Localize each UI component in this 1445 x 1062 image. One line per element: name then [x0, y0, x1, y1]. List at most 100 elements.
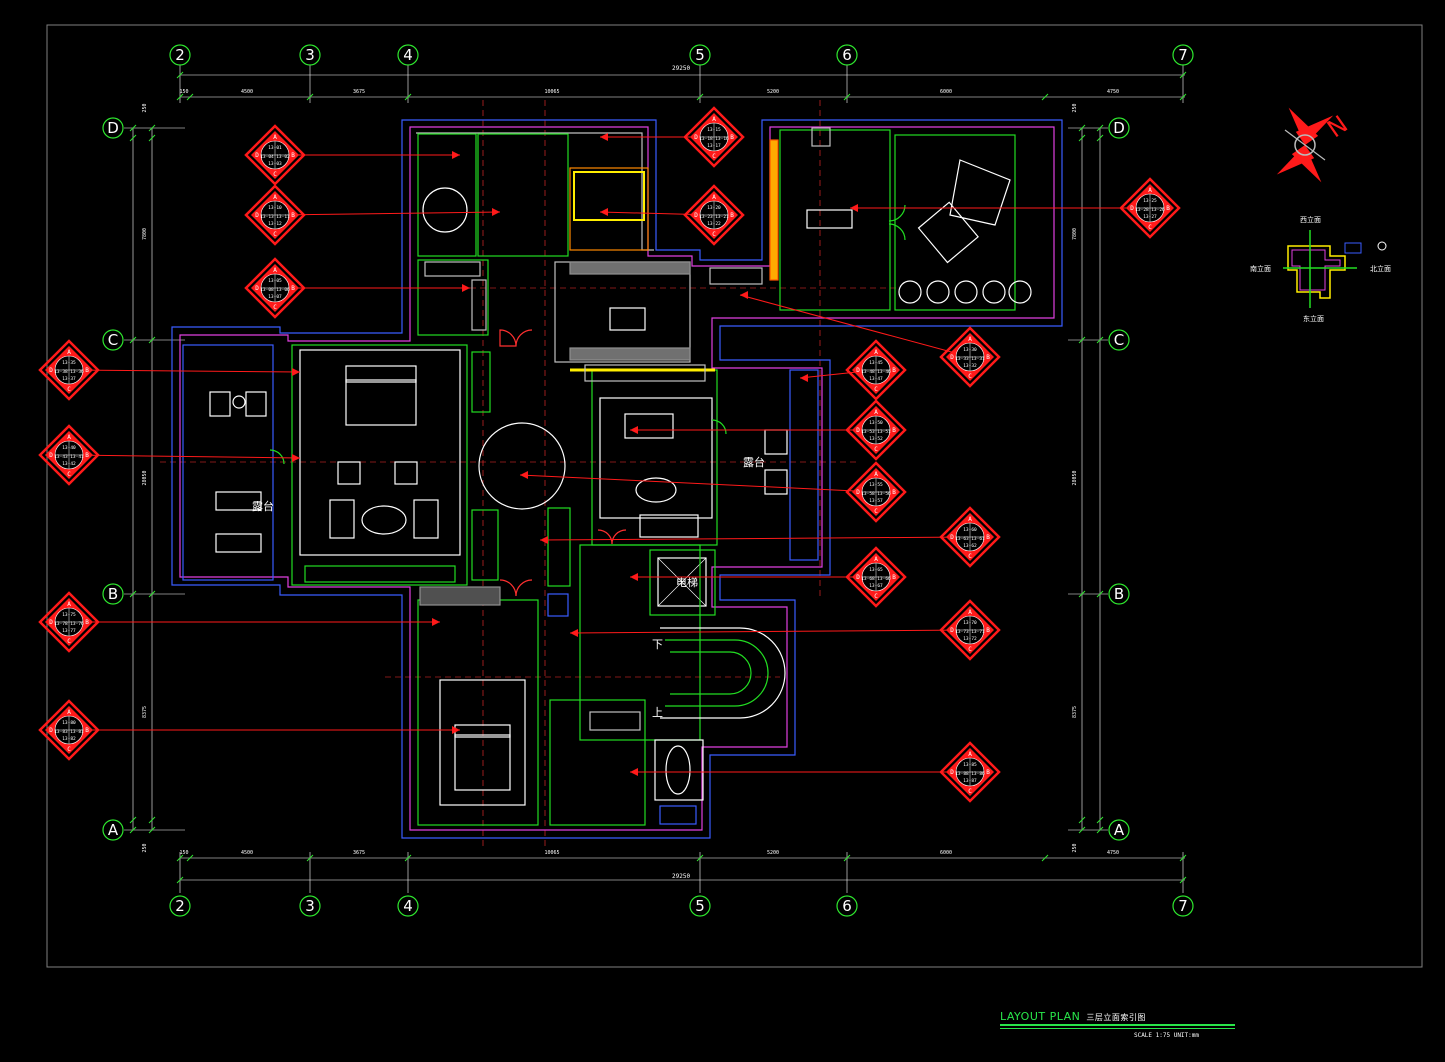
tag-code: 13-56: [877, 491, 891, 497]
tag-letter: B: [85, 367, 89, 374]
tag-letter: A: [968, 751, 972, 758]
room-terrace-east: 露台: [743, 455, 765, 469]
dim-tick: [696, 93, 704, 101]
tag-letter: B: [85, 727, 89, 734]
tag-diamond: [38, 591, 100, 653]
tag-letter: D: [856, 367, 860, 374]
tag-diamond: [939, 326, 1001, 388]
tag-letter: C: [874, 386, 878, 393]
tag-code: 13-27: [1143, 214, 1157, 220]
dim-segment: 8375: [142, 706, 148, 718]
tag-letter: A: [712, 116, 716, 123]
tag-letter: C: [67, 386, 71, 393]
tag-letter: C: [874, 446, 878, 453]
grid-row-bubble: [102, 583, 124, 605]
tag-letter: B: [986, 627, 990, 634]
tag-letter: C: [968, 788, 972, 795]
tag-letter: B: [892, 367, 896, 374]
dim-tick: [186, 93, 194, 101]
dim-tick: [1078, 124, 1086, 132]
tag-letter: B: [986, 354, 990, 361]
dim-segment: 5200: [767, 89, 779, 95]
tag-diamond: [845, 399, 907, 461]
dim-tick: [1078, 826, 1086, 834]
dim-tick: [1096, 124, 1104, 132]
tag-code: 13-25: [1143, 198, 1157, 204]
tag-letter: C: [273, 231, 277, 238]
dim-segment: 250: [1072, 103, 1078, 112]
grid-row-bubble: [102, 329, 124, 351]
key-west: 西立面: [1300, 215, 1321, 224]
tag-code: 13-13: [260, 214, 274, 220]
grid-row-bubble: [1108, 583, 1130, 605]
tag-code: 13-43: [54, 454, 68, 460]
tag-letter: D: [856, 427, 860, 434]
grid-row-bubble: [102, 819, 124, 841]
room-terrace-west: 露台: [252, 499, 274, 513]
tag-code: 13-45: [869, 360, 883, 366]
drawing-title-en: LAYOUT PLAN: [1000, 1010, 1081, 1023]
index-leaders: [68, 133, 1150, 776]
tag-code: 13-80: [62, 720, 76, 726]
tag-diamond: [683, 184, 745, 246]
tag-code: 13-08: [260, 287, 274, 293]
tag-letter: D: [950, 534, 954, 541]
dim-segment: 250: [1072, 843, 1078, 852]
dim-tick: [129, 816, 137, 824]
tag-code: 13-86: [971, 771, 985, 777]
grid-row-label: A: [108, 821, 119, 839]
stair-up-label: 上: [652, 706, 663, 719]
grid-col-bubble: [299, 895, 321, 917]
tag-letter: A: [874, 409, 878, 416]
tag-code: 13-02: [276, 154, 290, 160]
tag-code: 13-52: [869, 436, 883, 442]
tag-code: 13-63: [955, 536, 969, 542]
dim-tick: [148, 826, 156, 834]
compass-icon: N: [1276, 107, 1353, 183]
tag-letter: C: [968, 646, 972, 653]
tag-code: 13-07: [268, 294, 282, 300]
grid-col-label: 6: [842, 897, 852, 915]
dim-segment: 6000: [940, 89, 952, 95]
tag-letter: C: [712, 231, 716, 238]
index-leader-line: [739, 294, 971, 358]
dim-segment: 3675: [353, 89, 365, 95]
grid-col-label: 3: [305, 46, 315, 64]
index-leader-arrow: [452, 151, 460, 159]
tag-code: 13-61: [971, 536, 985, 542]
tag-letter: A: [67, 349, 71, 356]
dimension-lines: [132, 74, 1185, 881]
dim-tick: [1096, 134, 1104, 142]
tag-letter: C: [874, 508, 878, 515]
tag-letter: D: [49, 452, 53, 459]
tag-code: 13-51: [877, 429, 891, 435]
dim-tick: [129, 336, 137, 344]
tag-letter: B: [85, 619, 89, 626]
index-leader-arrow: [462, 284, 470, 292]
tag-letter: A: [67, 709, 71, 716]
dim-segment: 28050: [142, 470, 148, 485]
dim-tick: [148, 590, 156, 598]
dim-segment: 6000: [940, 850, 952, 856]
dim-tick: [1041, 854, 1049, 862]
tag-code: 13-47: [869, 376, 883, 382]
tag-code: 13-10: [268, 205, 282, 211]
tag-letter: B: [892, 574, 896, 581]
tag-letter: D: [950, 354, 954, 361]
index-leader-arrow: [292, 368, 300, 376]
tag-letter: D: [950, 627, 954, 634]
dim-tick: [306, 854, 314, 862]
dim-tick: [1179, 93, 1187, 101]
drawing-scale: SCALE 1:75 UNIT:mm: [1133, 1032, 1199, 1039]
tag-code: 13-05: [268, 278, 282, 284]
index-leader-arrow: [540, 536, 548, 544]
index-leader-arrow: [630, 768, 638, 776]
tag-code: 13-06: [276, 287, 290, 293]
tag-code: 13-15: [707, 127, 721, 133]
dim-tick: [843, 93, 851, 101]
dim-tick: [404, 854, 412, 862]
